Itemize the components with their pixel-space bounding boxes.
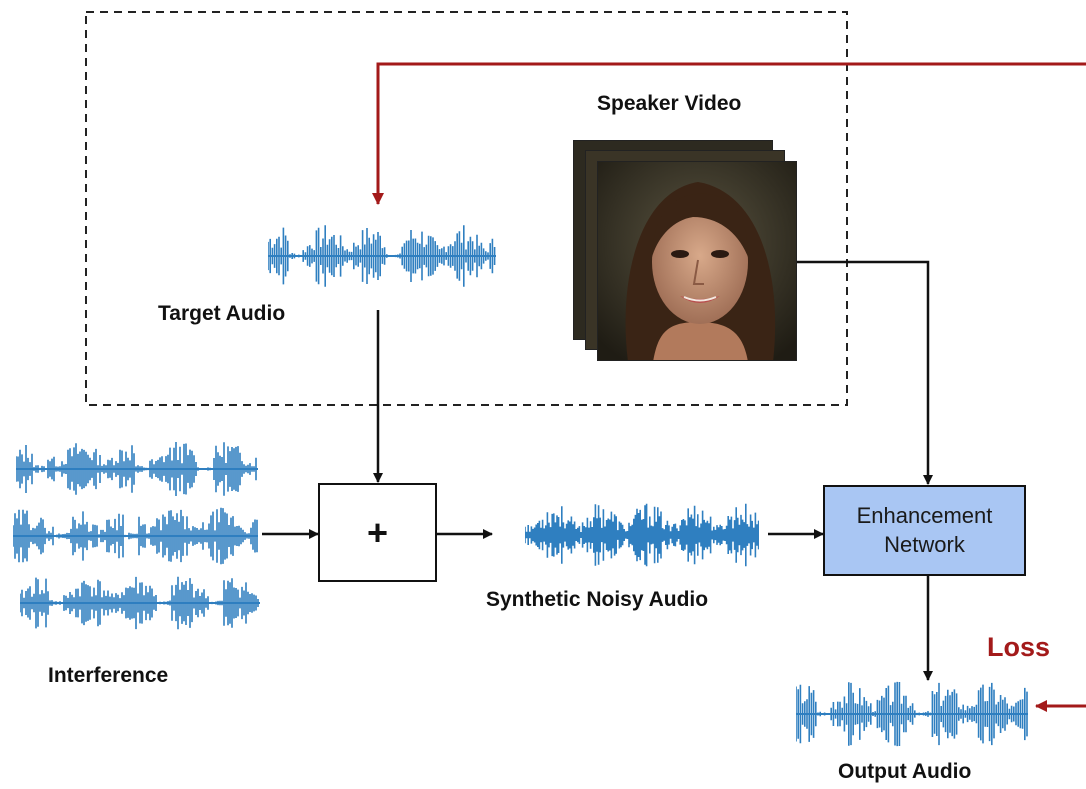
- enhancement-label-line2: Network: [884, 531, 965, 557]
- speaker-face-image: [598, 162, 796, 360]
- speaker-video-frame: [597, 161, 797, 361]
- output-audio-waveform: [796, 681, 1028, 747]
- enhancement-label-line1: Enhancement: [856, 502, 993, 528]
- sum-symbol: +: [366, 511, 389, 553]
- dashed-region: [85, 11, 848, 406]
- output-audio-label: Output Audio: [838, 760, 972, 783]
- sum-box: +: [318, 483, 437, 582]
- loss-feedback-arrow-top: [372, 62, 1086, 205]
- enhancement-network-box: Enhancement Network: [823, 485, 1026, 576]
- interference-waveform-2: [13, 507, 258, 565]
- interference-waveform-1: [16, 442, 258, 496]
- arrow-video-to-enhancement: [797, 260, 933, 485]
- target-audio-waveform: [268, 225, 496, 287]
- speaker-video-label: Speaker Video: [597, 92, 742, 115]
- loss-label: Loss: [987, 632, 1051, 662]
- target-audio-label: Target Audio: [158, 302, 286, 325]
- synthetic-noisy-audio-label: Synthetic Noisy Audio: [486, 588, 709, 611]
- interference-label: Interference: [48, 664, 169, 687]
- synthetic-noisy-waveform: [525, 503, 759, 567]
- interference-waveform-3: [20, 576, 260, 630]
